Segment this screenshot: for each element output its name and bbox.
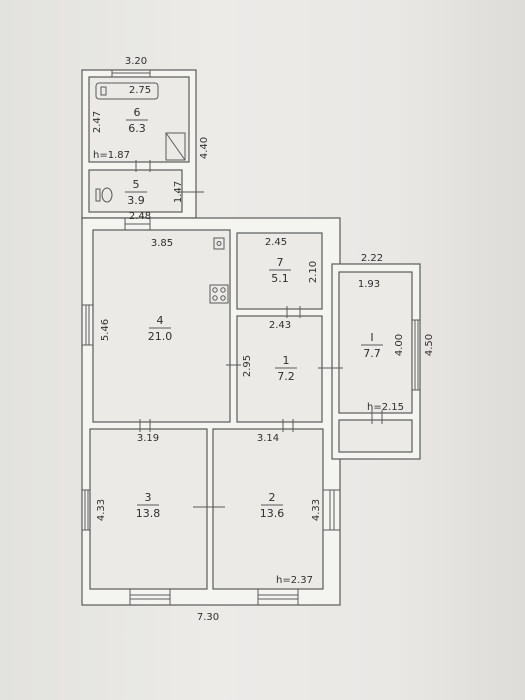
room-2 (212, 428, 324, 590)
room-3 (89, 428, 208, 590)
room-area: 7.2 (277, 370, 295, 383)
room-area: 6.3 (128, 122, 146, 135)
window-room2-bottom (257, 589, 299, 605)
room-area: 7.7 (363, 347, 381, 360)
stairs-icon (165, 132, 186, 161)
room-5 (88, 169, 183, 213)
dim-wc-side: 1.47 (173, 181, 184, 203)
dim-annex-outer-side: 4.50 (424, 334, 435, 356)
room-label-r4: 421.0 (148, 314, 173, 343)
room-number: 5 (133, 178, 140, 191)
room-label-r3: 313.8 (136, 491, 161, 520)
toilet-icon (95, 187, 113, 203)
dim-total-width: 7.30 (197, 612, 219, 623)
window-annex-right (412, 319, 420, 391)
dim-wc-width: 2.48 (129, 211, 151, 222)
bathtub-icon (95, 82, 159, 100)
room-number: 3 (145, 491, 152, 504)
dim-bath-length: 2.75 (129, 85, 151, 96)
window-room4-left (82, 304, 93, 346)
room-label-r6: 66.3 (126, 106, 148, 135)
door-ticks (135, 160, 383, 508)
room-number: I (370, 331, 373, 344)
dim-main-height: h=2.37 (276, 575, 313, 586)
dim-room3-side: 4.33 (96, 499, 107, 521)
dim-room1-side: 2.95 (242, 355, 253, 377)
dim-annex-outer: 2.22 (361, 253, 383, 264)
dim-room4-top: 3.85 (151, 238, 173, 249)
annex-porch (338, 419, 413, 453)
room-label-r1: 17.2 (275, 354, 297, 383)
dim-room4-side: 5.46 (100, 319, 111, 341)
room-number: 6 (134, 106, 141, 119)
dim-left-wing-depth: 4.40 (199, 137, 210, 159)
room-number: 1 (283, 354, 290, 367)
window-room3-bottom (129, 589, 171, 605)
room-area: 13.6 (260, 507, 285, 520)
sink-icon (213, 237, 225, 250)
room-7 (236, 232, 323, 310)
dim-room7-side: 2.10 (308, 261, 319, 283)
room-label-rI: I 7.7 (361, 331, 383, 360)
room-label-r2: 213.6 (260, 491, 285, 520)
dim-bath-height: h=1.87 (93, 150, 130, 161)
room-area: 21.0 (148, 330, 173, 343)
room-area: 13.8 (136, 507, 161, 520)
window-room4-top (124, 218, 151, 230)
dim-room2-top: 3.14 (257, 433, 279, 444)
room-label-r5: 53.9 (125, 178, 147, 207)
room-number: 2 (269, 491, 276, 504)
window-room2-right (323, 489, 340, 531)
room-number: 4 (157, 314, 164, 327)
dim-annex-inner: 1.93 (358, 279, 380, 290)
dim-room3-top: 3.19 (137, 433, 159, 444)
room-number: 7 (277, 256, 284, 269)
room-I (338, 271, 413, 414)
dim-room7-top: 2.45 (265, 237, 287, 248)
room-4 (92, 229, 231, 423)
room-1 (236, 315, 323, 423)
dim-room1-top: 2.43 (269, 320, 291, 331)
dim-room2-side: 4.33 (311, 499, 322, 521)
window-room6-top (111, 70, 151, 77)
window-room3-left (82, 489, 90, 531)
room-area: 5.1 (271, 272, 289, 285)
room-label-r7: 75.1 (269, 256, 291, 285)
dim-annex-side: 4.00 (394, 334, 405, 356)
dim-top-width: 3.20 (125, 56, 147, 67)
dim-annex-height: h=2.15 (367, 402, 404, 413)
dim-bath-side: 2.47 (92, 111, 103, 133)
stove-icon (209, 284, 229, 304)
room-area: 3.9 (127, 194, 145, 207)
